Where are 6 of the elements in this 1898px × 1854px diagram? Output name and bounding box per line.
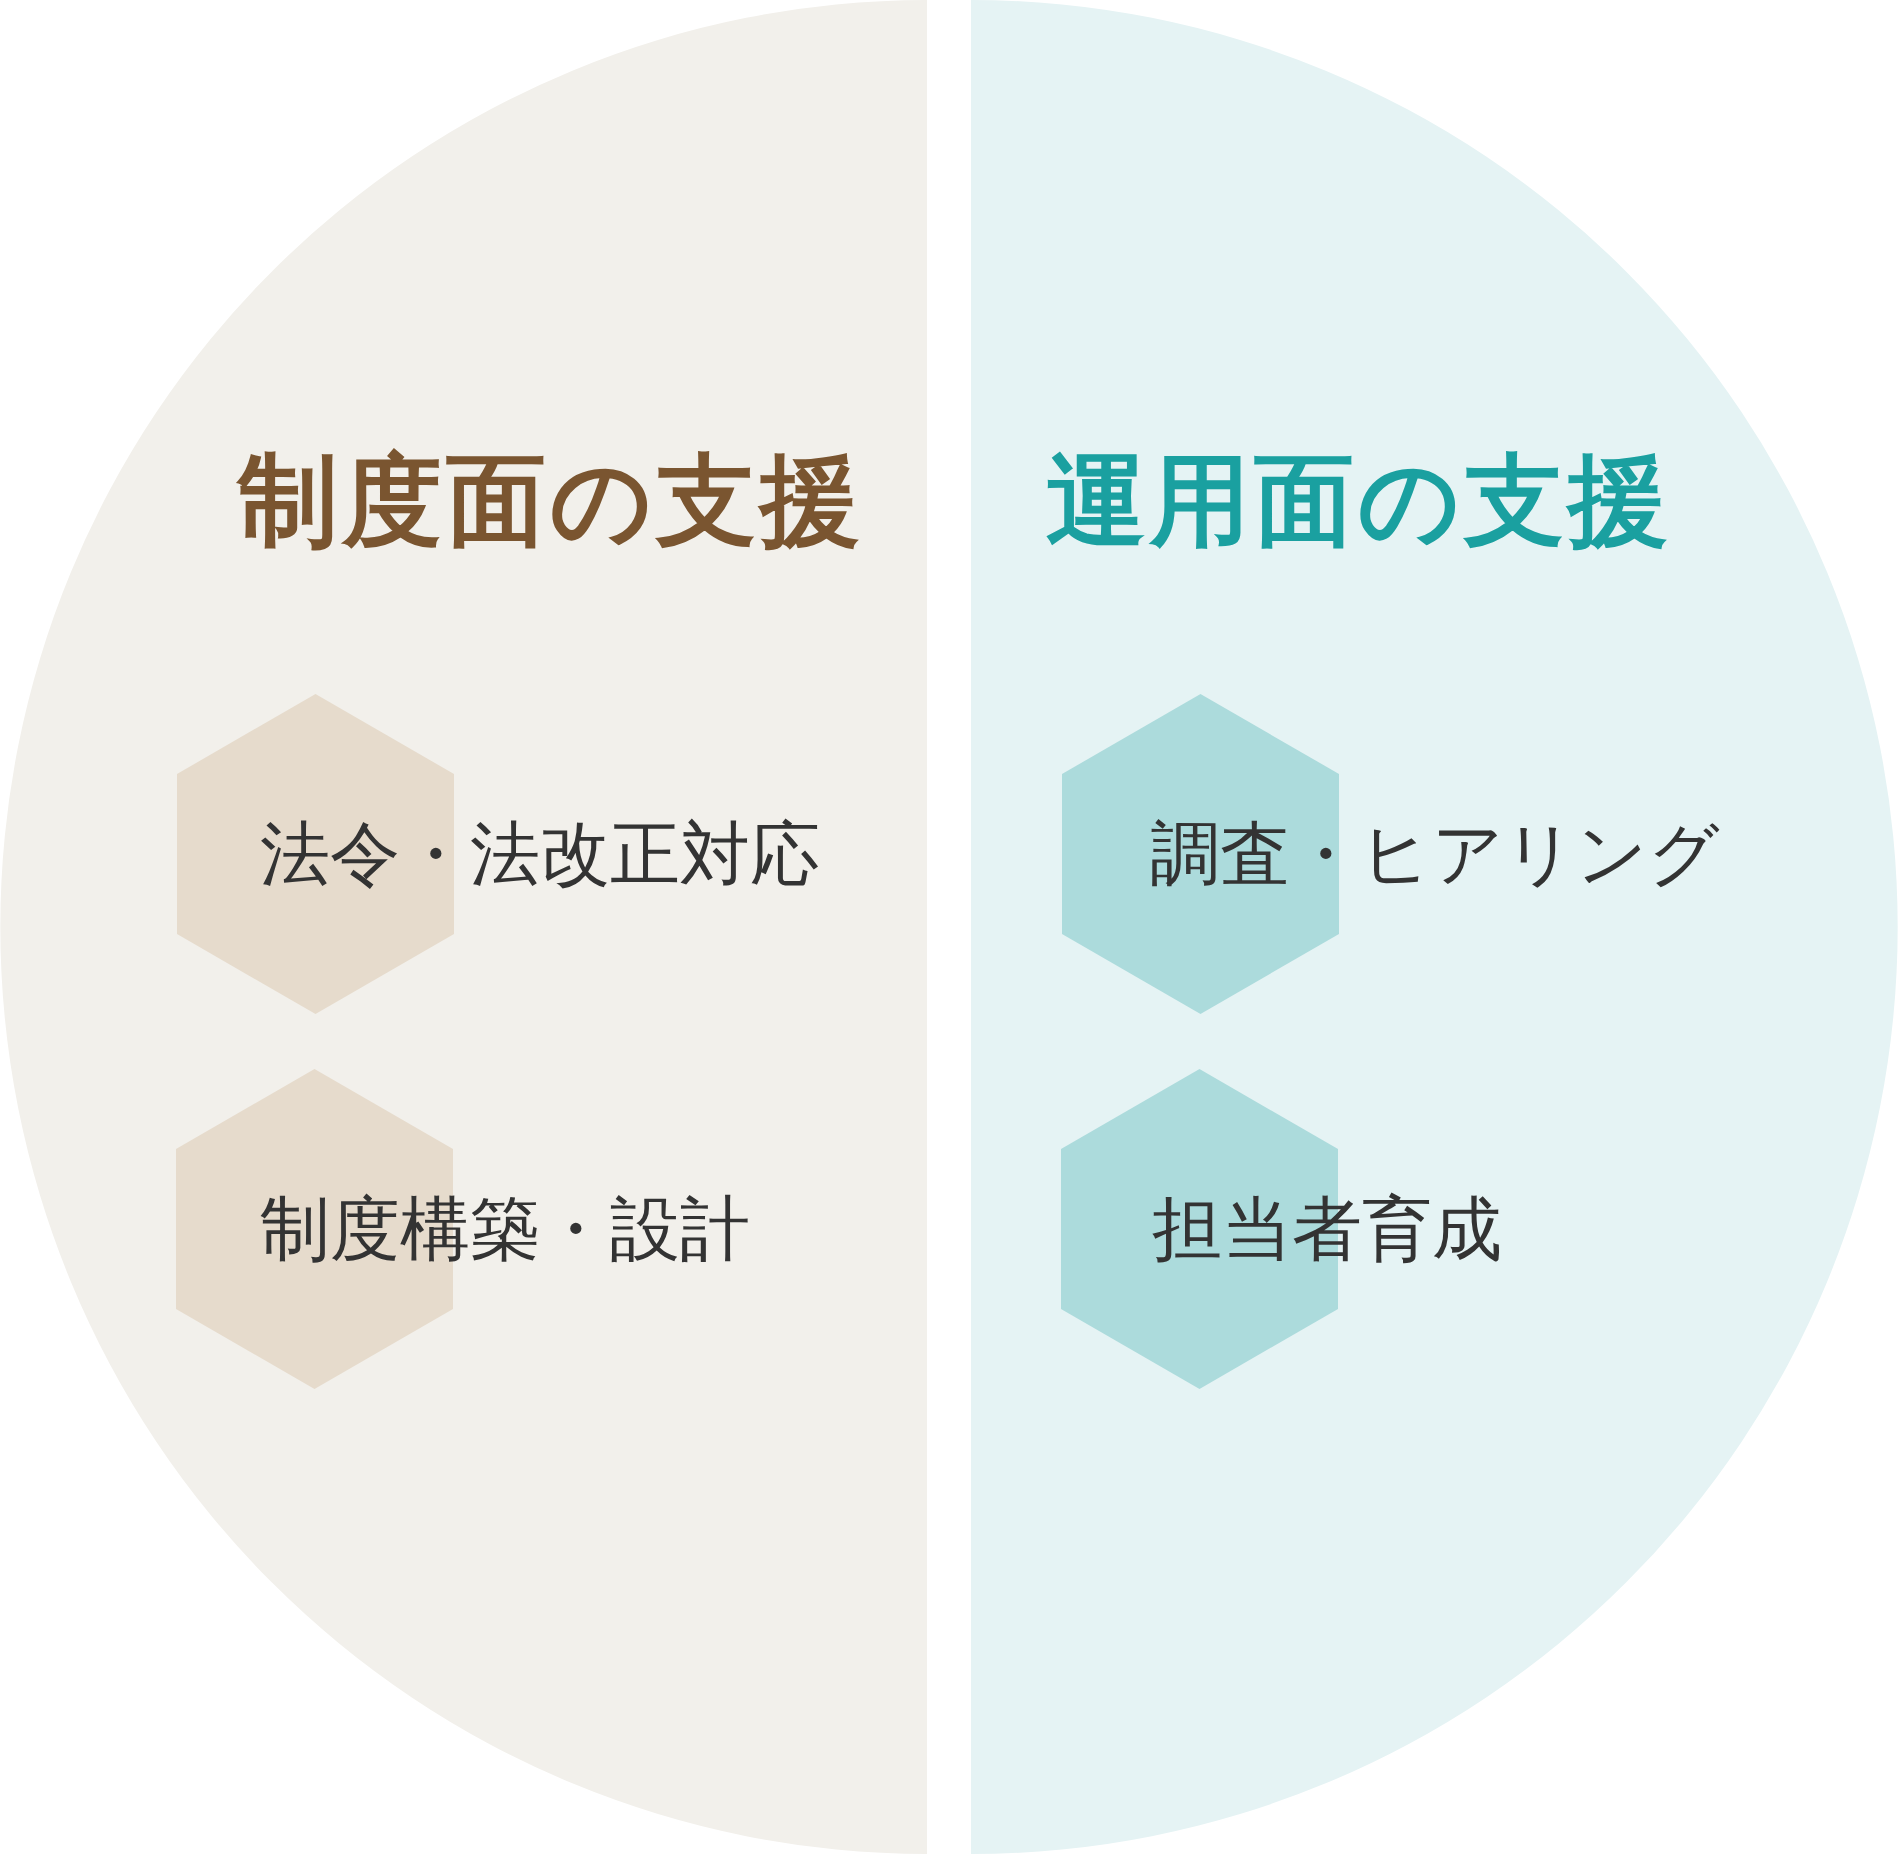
panel-heading: 制度面の支援	[238, 440, 864, 560]
item-label: 調査・ヒアリング	[1150, 812, 1720, 896]
panel-heading: 運用面の支援	[1046, 440, 1672, 560]
item-label: 担当者育成	[1152, 1187, 1502, 1271]
item-label: 法令・法改正対応	[260, 812, 820, 896]
item-label: 制度構築・設計	[260, 1187, 750, 1271]
